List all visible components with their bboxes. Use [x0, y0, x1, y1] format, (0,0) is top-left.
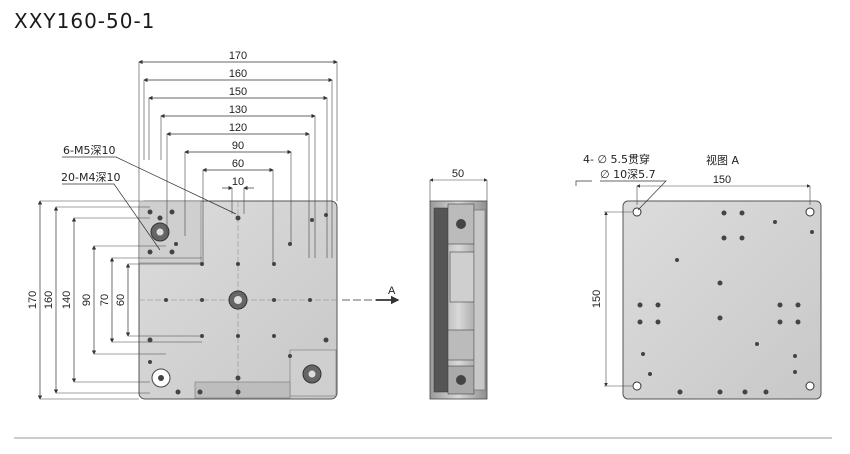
- dim-left-60: 60: [115, 294, 127, 306]
- dim-top-120: 120: [229, 122, 247, 134]
- dim-left-160: 160: [43, 291, 55, 309]
- viewa-note-counterbore: ∅ 10深5.7: [600, 168, 656, 181]
- viewa-title: 视图 A: [706, 153, 739, 167]
- arrow-a-label: A: [388, 285, 396, 297]
- dim-left-70: 70: [99, 294, 111, 306]
- dim-left-140: 140: [61, 291, 73, 309]
- callout-m5: 6-M5深10: [63, 144, 115, 157]
- side-view: 50: [429, 168, 488, 400]
- viewa-note-through: 4- ∅ 5.5贯穿: [583, 152, 650, 166]
- dim-top-10: 10: [232, 176, 244, 188]
- dim-top-150: 150: [229, 86, 247, 98]
- front-view: 170 160 150 130 120 90 60 10: [27, 50, 400, 400]
- view-a: 150 150 4- ∅ 5.5贯穿 ∅ 10深5.7 视图 A: [575, 152, 822, 400]
- side-dim-50: 50: [452, 168, 464, 180]
- dim-top-90: 90: [232, 140, 244, 152]
- callout-m4: 20-M4深10: [61, 171, 120, 184]
- dim-top-130: 130: [229, 104, 247, 116]
- drawing-title: XXY160-50-1: [14, 9, 156, 33]
- dim-left-90: 90: [81, 294, 93, 306]
- viewa-dim-height: 150: [591, 290, 603, 308]
- dim-left-170: 170: [27, 291, 39, 309]
- dim-top-170: 170: [229, 50, 247, 62]
- viewa-dim-width: 150: [713, 174, 731, 186]
- dim-top-160: 160: [229, 68, 247, 80]
- dim-top-60: 60: [232, 158, 244, 170]
